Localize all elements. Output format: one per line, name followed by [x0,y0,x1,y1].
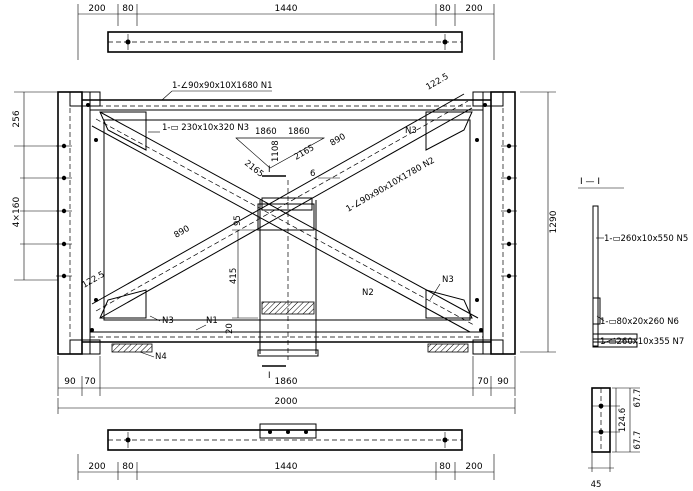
dim-base-80-left: 80 [122,462,134,472]
dim-bot-70-right: 70 [477,377,489,387]
x-bracing [91,93,479,333]
dim-1860-a: 1860 [255,127,277,137]
dim-122-5: 122.5 [425,72,451,93]
dim-side-67-7-top: 67.7 [633,389,643,408]
right-dimension: 1290 [520,91,559,353]
dim-415: 415 [229,268,239,284]
dim-1860-b: 1860 [288,127,310,137]
dim-top-200-left: 200 [88,4,105,14]
dim-right-1290: 1290 [549,210,559,233]
base-pad-left [111,343,153,353]
label-n3-top: 1-▭ 230x10x320 N3 [162,123,249,133]
section-mark-bottom: I [268,371,271,381]
label-n4: N4 [155,352,167,362]
dim-890-left: 890 [173,224,192,241]
bolts-right [475,103,517,332]
post-hatched-plate [261,301,315,315]
label-n7: 1-▭260x10x355 N7 [600,337,684,347]
label-n1-top: 1-∠90x90x10X1680 N1 [172,81,273,91]
center-post: I I [257,165,319,381]
dim-bot-1860: 1860 [275,377,298,387]
dim-base-200-right: 200 [465,462,482,472]
dim-side-124-6: 124.6 [618,408,628,432]
top-plate-plan [107,31,463,53]
side-detail-view: 124.6 67.7 67.7 45 [588,387,643,490]
section-title: I — I [580,177,600,187]
label-n1-lower: N1 [206,316,218,326]
dim-top-80-right: 80 [439,4,451,14]
bottom-dimension-chain-1: 90 70 1860 70 90 [57,356,516,396]
label-n2-diag: 1-∠90x90x10X1780 N2 [345,156,437,215]
bolts-left [56,103,98,332]
dim-base-80-right: 80 [439,462,451,472]
label-n3-upper-right: N3 [405,126,417,136]
base-dimension-chain: 200 80 1440 80 200 [77,454,495,480]
dim-95: 95 [233,215,243,226]
top-dimension-chain: 200 80 1440 80 200 [77,4,495,60]
dim-bot-90-left: 90 [64,377,76,387]
dim-6: 6 [310,169,315,179]
label-n2-lower: N2 [362,288,374,298]
top-annotations: 1-∠90x90x10X1680 N1 1-▭ 230x10x320 N3 18… [81,72,451,334]
left-dimension-chain: 256 4×160 [12,91,58,281]
base-pad-right [427,343,469,353]
label-n3-lower-right: N3 [442,275,454,285]
lower-annotations: N3 N2 N3 N1 N4 [139,275,454,362]
dim-top-1440: 1440 [275,4,298,14]
label-n5: 1-▭260x10x550 N5 [604,234,688,244]
dim-1108: 1108 [271,140,281,162]
dim-left-256: 256 [12,110,22,127]
section-mark-top: I [268,165,271,175]
dim-base-1440: 1440 [275,462,298,472]
dim-side-45: 45 [591,480,602,490]
dim-20: 20 [225,323,235,334]
dim-top-200-right: 200 [465,4,482,14]
dim-top-80-left: 80 [122,4,134,14]
bottom-dimension-chain-2: 2000 [57,397,516,414]
label-n3-lower-left: N3 [162,316,174,326]
dim-side-67-7-bot: 67.7 [633,431,643,450]
main-frame [56,91,517,355]
base-plate-plan [107,423,463,451]
dim-bot-70-left: 70 [84,377,96,387]
dim-bot-2000: 2000 [275,397,298,407]
label-n6: 1-▭80x20x260 N6 [600,317,679,327]
section-i-i-view: I — I 1-▭260x10x550 N5 1-▭80x20x260 N6 1… [578,177,688,348]
dim-bot-90-right: 90 [497,377,509,387]
dim-2165-b: 2165 [293,143,317,162]
dim-890-top: 890 [329,132,348,149]
dim-2165-a: 2165 [242,158,265,179]
dim-left-4x160: 4×160 [12,197,22,228]
dim-122-5-low: 122.5 [81,270,107,291]
dim-base-200-left: 200 [88,462,105,472]
